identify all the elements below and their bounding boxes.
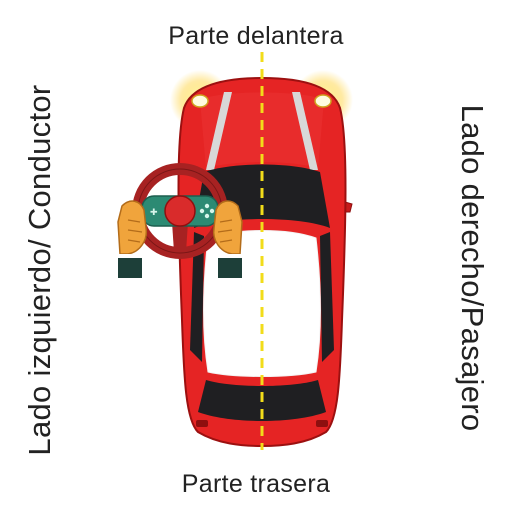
svg-text:✚: ✚ bbox=[150, 208, 158, 218]
right-passenger-label: Lado derecho/Pasajero bbox=[455, 104, 490, 432]
hands-icon bbox=[117, 200, 243, 278]
rear-label: Parte trasera bbox=[181, 470, 331, 498]
car-top-view-icon bbox=[177, 76, 353, 448]
left-driver-label: Lado izquierdo/ Conductor bbox=[22, 84, 57, 456]
front-label: Parte delantera bbox=[168, 22, 344, 50]
